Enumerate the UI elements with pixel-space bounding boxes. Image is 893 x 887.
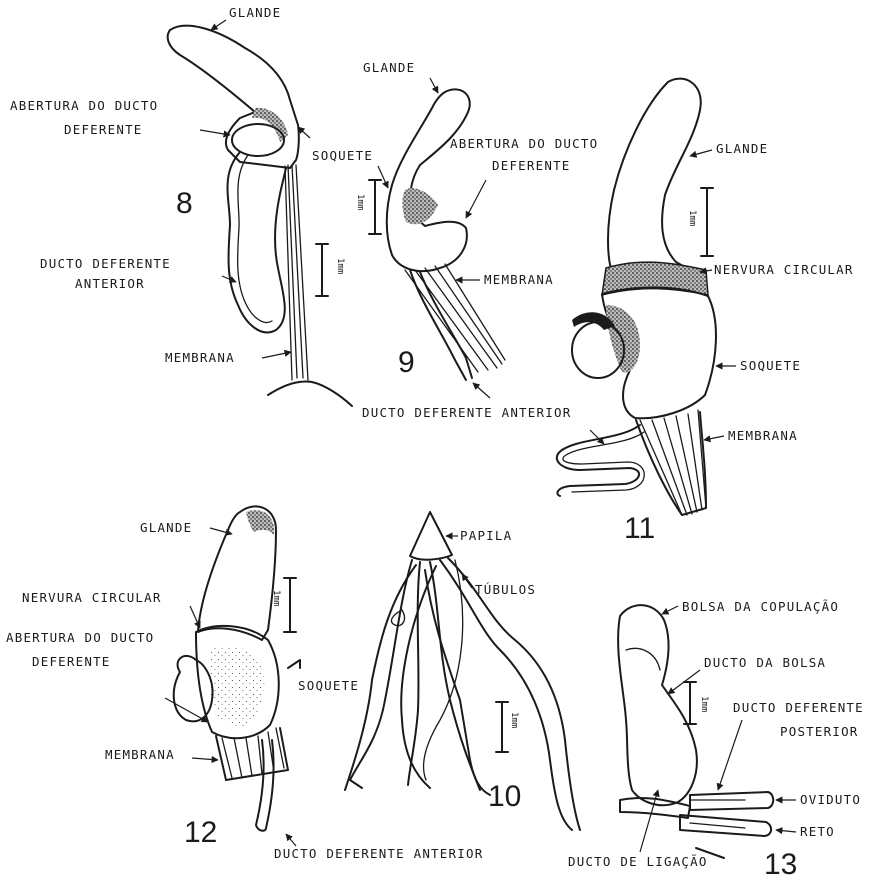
fig12-glande-label: GLANDE <box>140 520 192 535</box>
fig10-tubulos <box>345 558 580 830</box>
fig10-papila-shape <box>410 512 452 560</box>
fig8-abertura-label-2: DEFERENTE <box>64 122 143 137</box>
fig12-glande-dark-top <box>246 510 274 535</box>
fig12-socket-light <box>209 646 265 726</box>
figure-13: 1mm BOLSA DA COPULAÇÃO DUCTO DA BOLSA DU… <box>568 599 864 881</box>
fig12-opening-lobe <box>174 656 213 721</box>
fig13-reto-tube <box>680 815 771 836</box>
fig9-abertura-label-1: ABERTURA DO DUCTO <box>450 136 598 151</box>
fig9-membrana-label: MEMBRANA <box>484 272 554 287</box>
fig8-membrana-base <box>268 382 352 406</box>
fig8-abertura-label-1: ABERTURA DO DUCTO <box>10 98 158 113</box>
fig8-ducto-anterior-shape <box>228 152 287 332</box>
fig9-ducto-anterior-shape <box>410 270 472 380</box>
fig8-ducto-label-1: DUCTO DEFERENTE <box>40 256 171 271</box>
fig11-soquete-label: SOQUETE <box>740 358 801 373</box>
figure-8: 1mm GLANDE ABERTURA DO DUCTO DEFERENTE D… <box>10 5 352 406</box>
fig8-ducto-label-2: ANTERIOR <box>75 276 145 291</box>
fig10-number: 10 <box>488 780 521 813</box>
fig12-nervura-label: NERVURA CIRCULAR <box>22 590 162 605</box>
fig13-bulb-outline <box>626 648 660 670</box>
fig9-glande-shape <box>387 89 470 271</box>
fig12-soquete-label: SOQUETE <box>298 678 359 693</box>
figure-11: 1mm GLANDE NERVURA CIRCULAR SOQUETE MEMB… <box>557 79 854 545</box>
fig13-ducto-def-label-1: DUCTO DEFERENTE <box>733 700 864 715</box>
fig11-glande-label: GLANDE <box>716 141 768 156</box>
fig8-number: 8 <box>176 187 193 220</box>
figure-9: 1mm GLANDE SOQUETE ABERTURA DO DUCTO DEF… <box>312 60 598 420</box>
fig9-glande-label: GLANDE <box>363 60 415 75</box>
fig10-papila-label: PAPILA <box>460 528 512 543</box>
fig13-ducto-def-label-2: POSTERIOR <box>780 724 859 739</box>
fig11-glande-shape <box>608 79 701 278</box>
fig11-membrana-label: MEMBRANA <box>728 428 798 443</box>
fig11-nervura-label: NERVURA CIRCULAR <box>714 262 854 277</box>
fig8-membrana-label: MEMBRANA <box>165 350 235 365</box>
fig13-ligacao-label: DUCTO DE LIGAÇÃO <box>568 854 708 869</box>
fig11-dark-side <box>606 305 640 373</box>
fig9-soquete-label: SOQUETE <box>312 148 373 163</box>
fig13-oviduto-label: OVIDUTO <box>800 792 861 807</box>
fig11-scale-label: 1mm <box>687 210 697 226</box>
fig13-scale-label: 1mm <box>699 696 709 712</box>
fig12-scale-label: 1mm <box>271 590 281 606</box>
fig9-socket-dark <box>402 188 438 224</box>
fig9-ducto-label: DUCTO DEFERENTE ANTERIOR <box>362 405 571 420</box>
fig12-number: 12 <box>184 816 217 849</box>
fig8-membrana-strands <box>285 165 308 380</box>
fig12-ducto-label: DUCTO DEFERENTE ANTERIOR <box>274 846 483 861</box>
fig13-bolsa-shape <box>618 605 697 805</box>
fig8-ducto-inner <box>238 155 272 322</box>
fig13-bolsa-label: BOLSA DA COPULAÇÃO <box>682 599 839 614</box>
fig8-glande-label: GLANDE <box>229 5 281 20</box>
fig8-scale-label: 1mm <box>335 258 345 274</box>
fig12-abertura-label-2: DEFERENTE <box>32 654 111 669</box>
fig9-scale-label: 1mm <box>355 194 365 210</box>
fig10-scale-label: 1mm <box>509 712 519 728</box>
fig13-reto-label: RETO <box>800 824 835 839</box>
fig12-abertura-label-1: ABERTURA DO DUCTO <box>6 630 154 645</box>
figure-10: 1mm PAPILA TÚBULOS 10 <box>345 512 580 830</box>
fig13-oviduto-tube <box>690 792 773 810</box>
fig13-number: 13 <box>764 848 797 881</box>
fig9-number: 9 <box>398 346 415 379</box>
fig11-number: 11 <box>624 512 655 545</box>
fig11-ducto-coil <box>557 425 640 496</box>
fig9-abertura-label-2: DEFERENTE <box>492 158 571 173</box>
fig12-membrana-label: MEMBRANA <box>105 747 175 762</box>
fig13-ducto-bolsa-label: DUCTO DA BOLSA <box>704 655 826 670</box>
fig10-tubulos-label: TÚBULOS <box>475 582 536 597</box>
